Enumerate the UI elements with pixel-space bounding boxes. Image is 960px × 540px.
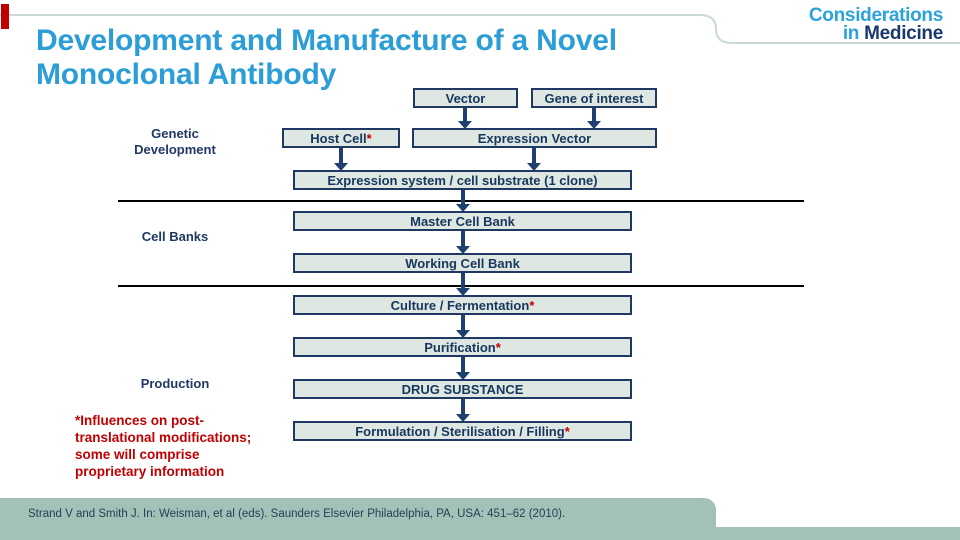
flowbox-working-cell-bank: Working Cell Bank <box>293 253 632 273</box>
flowbox-label: Host Cell <box>310 130 367 146</box>
flow-arrow-down <box>456 357 470 380</box>
section-label-cell-banks: Cell Banks <box>141 229 209 244</box>
red-asterisk: * <box>529 297 535 313</box>
flowbox-label: Vector <box>445 90 486 106</box>
flowbox-expression-system: Expression system / cell substrate (1 cl… <box>293 170 632 190</box>
logo-line2: in Medicine <box>809 23 943 44</box>
flowbox-label: Expression system / cell substrate (1 cl… <box>327 172 598 188</box>
flowbox-drug-substance: DRUG SUBSTANCE <box>293 379 632 399</box>
flowbox-formulation: Formulation / Sterilisation / Filling* <box>293 421 632 441</box>
flowbox-culture-fermentation: Culture / Fermentation* <box>293 295 632 315</box>
red-asterisk: * <box>564 423 570 439</box>
flowbox-expression-vector: Expression Vector <box>412 128 657 148</box>
logo-line1: Considerations <box>808 5 943 26</box>
logo-in-text: in <box>842 23 865 44</box>
flow-arrow-down <box>456 231 470 254</box>
flowbox-label: Culture / Fermentation <box>390 297 530 313</box>
flowbox-label: Gene of interest <box>544 90 644 106</box>
red-asterisk: * <box>366 130 372 146</box>
flow-arrow-down <box>334 147 348 171</box>
flowbox-label: Working Cell Bank <box>405 255 520 271</box>
brand-logo: Considerations in Medicine <box>808 5 943 44</box>
flowbox-vector: Vector <box>413 88 518 108</box>
flow-arrow-down <box>456 315 470 338</box>
red-asterisk: * <box>495 339 501 355</box>
flow-arrow-down <box>456 190 470 212</box>
flowbox-label: Expression Vector <box>477 130 592 146</box>
flowbox-host-cell: Host Cell* <box>282 128 400 148</box>
flow-arrow-down <box>527 147 541 171</box>
flow-arrow-down <box>456 399 470 422</box>
top-border-line <box>0 14 960 44</box>
citation-text: Strand V and Smith J. In: Weisman, et al… <box>28 508 566 520</box>
flow-arrow-down <box>456 273 470 296</box>
logo-medicine-text: Medicine <box>864 23 943 44</box>
flowbox-master-cell-bank: Master Cell Bank <box>293 211 632 231</box>
red-accent-mark <box>1 4 9 29</box>
flowbox-label: Purification <box>424 339 496 355</box>
footnote-red: *Influences on post- translational modif… <box>75 413 252 479</box>
section-label-genetic-development: Genetic Development <box>134 126 216 157</box>
flowbox-purification: Purification* <box>293 337 632 357</box>
flowbox-label: DRUG SUBSTANCE <box>401 381 524 397</box>
flowbox-label: Formulation / Sterilisation / Filling <box>355 423 565 439</box>
section-label-production: Production <box>140 376 210 391</box>
flow-arrow-down <box>458 107 472 129</box>
footer-bar-strip <box>0 527 960 540</box>
slide-title: Development and Manufacture of a Novel M… <box>36 24 617 91</box>
flowbox-label: Master Cell Bank <box>410 213 515 229</box>
flowbox-gene-of-interest: Gene of interest <box>531 88 657 108</box>
flow-arrow-down <box>587 107 601 129</box>
